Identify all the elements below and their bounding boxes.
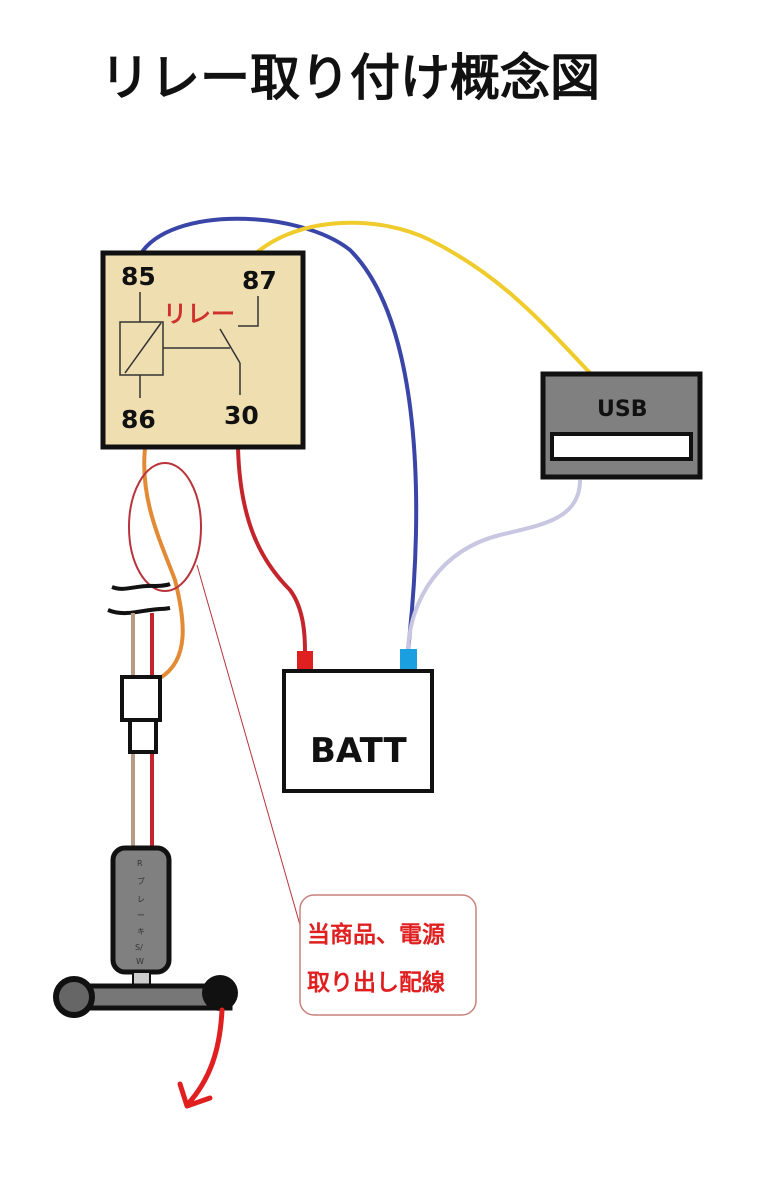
brake-switch-text: R ブ レ ー キ S/ W [135,859,145,966]
connector-body [120,675,162,722]
relay-internal-schematic [119,292,259,398]
callout-pointer-line [196,564,301,926]
pin-86-label: 86 [121,405,156,434]
svg-text:キ: キ [137,927,145,936]
callout-line-1: 当商品、電源 [307,921,445,948]
battery-positive-terminal [297,651,313,669]
press-direction-arrow [184,1007,225,1108]
svg-text:レ: レ [137,895,145,904]
battery-negative-terminal [400,649,417,669]
svg-text:S/: S/ [135,943,143,952]
svg-text:ブ: ブ [137,876,145,886]
svg-text:R: R [137,859,143,868]
wire-yellow-87-to-usb [253,220,592,375]
callout-line-2: 取り出し配線 [307,969,445,996]
battery-box [282,669,434,793]
svg-text:W: W [136,957,144,966]
wire-red-30-to-battery [236,447,307,653]
battery-label: BATT [310,731,408,771]
brake-lever-pivot [53,976,95,1018]
pin-87-label: 87 [242,266,277,295]
usb-port-slot [550,432,693,461]
wire-blue-85-to-battery [138,216,419,651]
highlight-circle [128,462,202,592]
relay-label: リレー [163,300,235,328]
wire-break-mark-bottom [107,606,171,616]
pin-85-label: 85 [121,262,156,291]
connector-plug [128,718,158,754]
diagram-title: リレー取り付け概念図 [100,49,600,107]
svg-text:ー: ー [137,911,145,920]
relay-box [100,250,306,450]
callout-box [299,894,477,1016]
pin-30-label: 30 [224,401,259,430]
usb-label: USB [597,397,647,422]
wire-orange-86-to-brake [142,447,185,680]
wire-break-mark-top [111,582,171,591]
press-direction-arrowhead [177,1081,213,1109]
wire-lavender-usb-to-battery [406,479,582,651]
usb-box [540,371,703,480]
brake-pedal-end [202,975,238,1011]
